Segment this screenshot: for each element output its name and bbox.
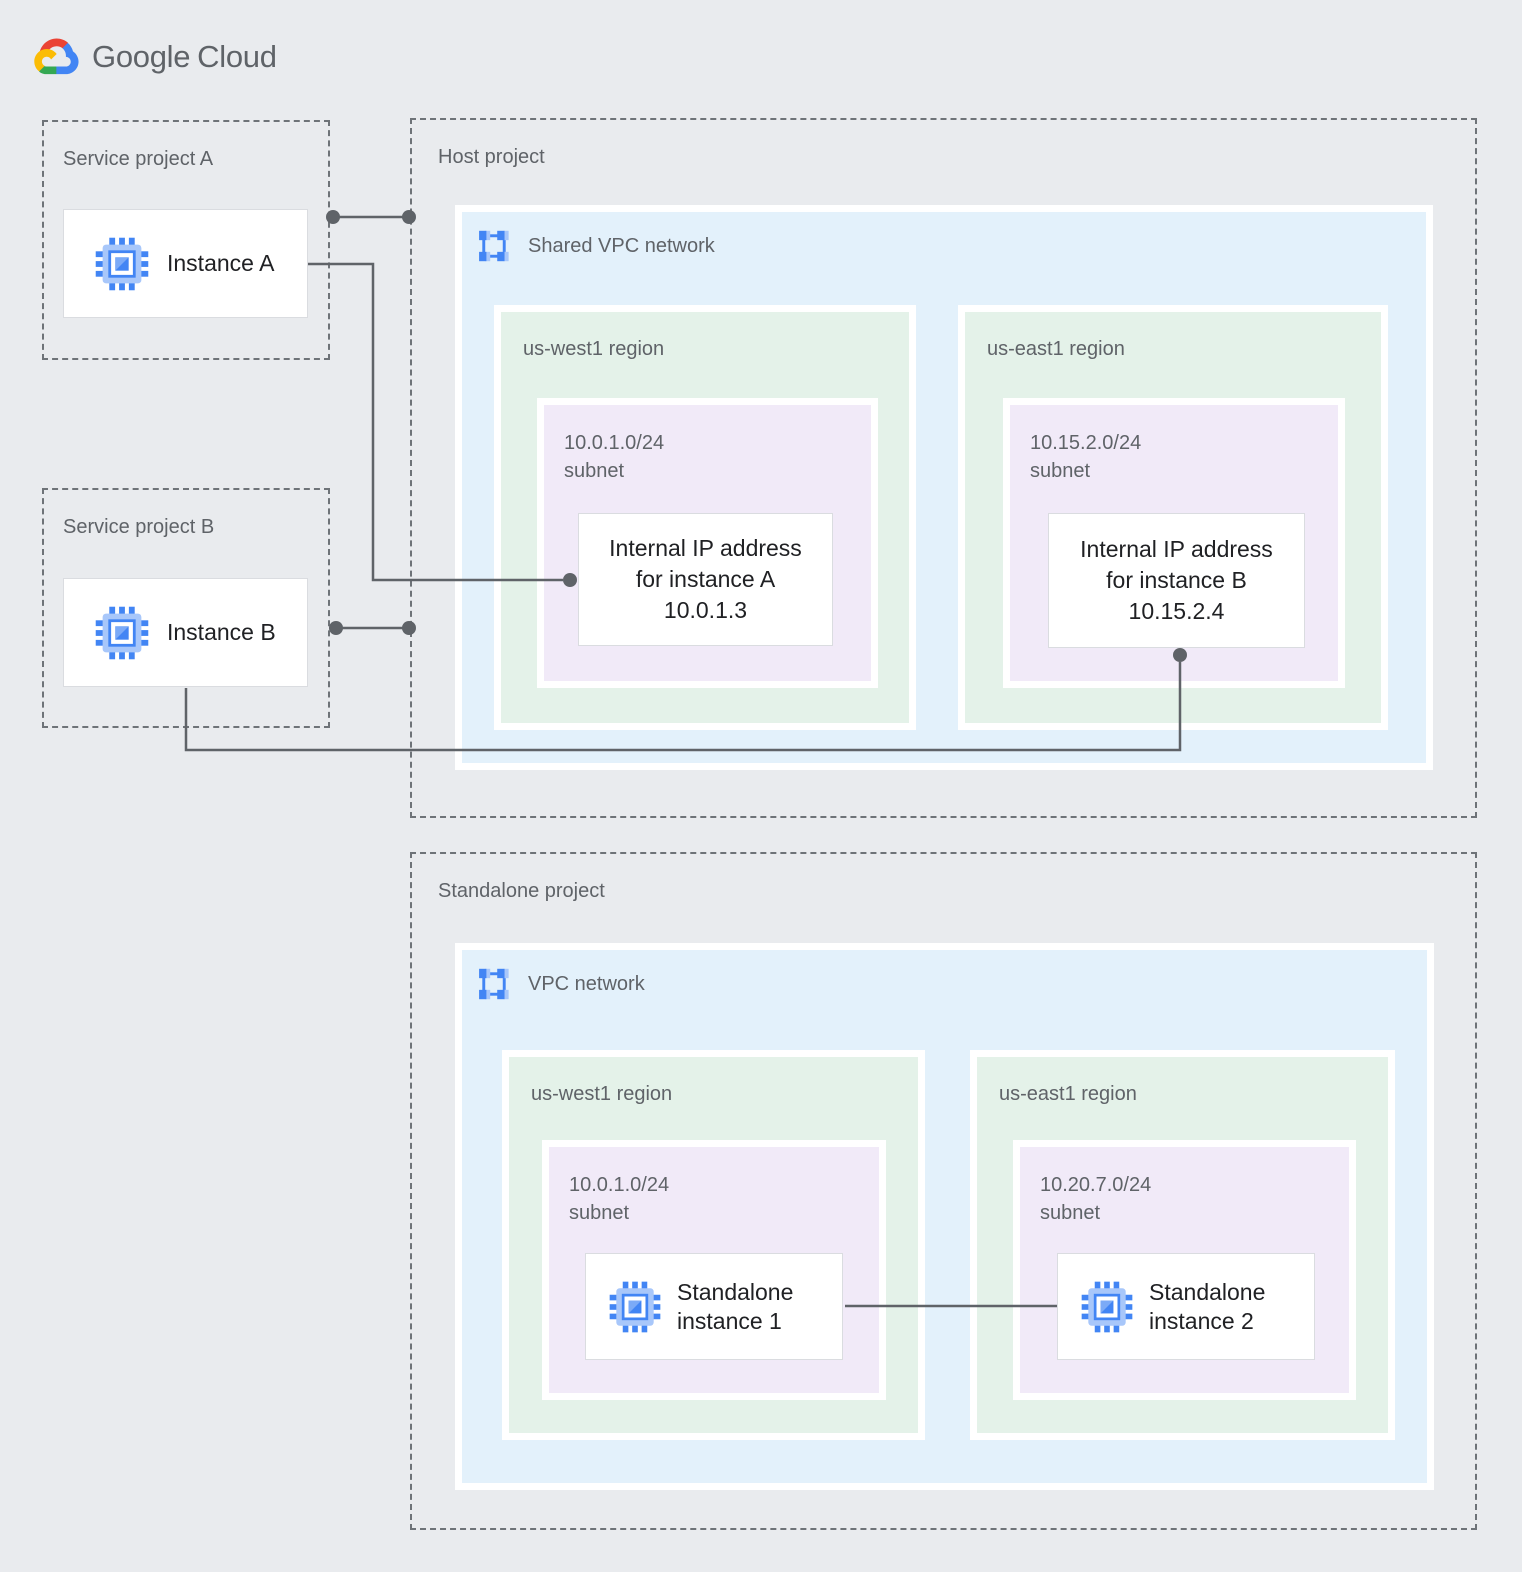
compute-instance-icon [608,1279,662,1334]
compute-instance-icon [94,604,150,661]
host-region-us-west1-box: us-west1 region 10.0.1.0/24 subnet Inter… [494,305,916,730]
instance-b-label: Instance B [167,619,276,645]
host-subnet-us-east1-label: 10.15.2.0/24 subnet [1030,429,1141,485]
standalone-subnet-us-east1-label: 10.20.7.0/24 subnet [1040,1171,1151,1227]
standalone-instance-1-card: Standalone instance 1 [585,1253,843,1360]
vpc-network-box: VPC network us-west1 region 10.0.1.0/24 … [455,943,1434,1490]
logo-text-cloud: Cloud [197,39,277,74]
ip-card-line: 10.15.2.4 [1128,598,1225,624]
connector-endpoint-dot [329,621,343,635]
host-subnet-us-west1-label: 10.0.1.0/24 subnet [564,429,664,485]
subnet-word: subnet [564,460,625,482]
ip-card-line: for instance A [635,566,776,592]
shared-vpc-network-box: Shared VPC network us-west1 region 10.0.… [455,205,1433,770]
service-project-b-label: Service project B [63,516,215,538]
vpc-network-label: VPC network [528,972,645,995]
subnet-word: subnet [1040,1202,1101,1224]
standalone-project-box: Standalone project VPC network us-west1 … [410,852,1477,1530]
standalone-subnet-us-west1-box: 10.0.1.0/24 subnet Standalone instance 1 [542,1140,886,1400]
standalone-region-us-west1-box: us-west1 region 10.0.1.0/24 subnet Stand… [502,1050,925,1440]
host-region-us-west1-label: us-west1 region [523,338,665,360]
vpc-network-header: VPC network [475,965,645,1003]
host-subnet-us-east1-box: 10.15.2.0/24 subnet Internal IP address … [1003,398,1345,688]
standalone-region-us-west1-label: us-west1 region [531,1083,673,1105]
standalone-region-us-east1-box: us-east1 region 10.20.7.0/24 subnet Stan… [970,1050,1395,1440]
shared-vpc-network-label: Shared VPC network [528,234,715,257]
instance-b-card: Instance B [63,578,308,687]
standalone-project-label: Standalone project [438,880,605,902]
subnet-cidr: 10.20.7.0/24 [1040,1174,1152,1196]
vpc-network-icon [477,229,511,263]
standalone-subnet-us-east1-box: 10.20.7.0/24 subnet Standalone instance … [1013,1140,1356,1400]
service-project-a-label: Service project A [63,148,214,170]
vpc-network-icon [477,967,511,1001]
instance-a-card: Instance A [63,209,308,318]
host-region-us-east1-box: us-east1 region 10.15.2.0/24 subnet Inte… [958,305,1388,730]
standalone-region-us-east1-label: us-east1 region [999,1083,1137,1105]
standalone-instance-2-label: Standalone instance 2 [1149,1278,1266,1334]
instance-a-label: Instance A [167,250,275,276]
subnet-cidr: 10.0.1.0/24 [564,432,665,454]
ip-card-line: 10.0.1.3 [663,597,748,623]
internal-ip-instance-b-card: Internal IP address for instance B 10.15… [1048,513,1305,648]
compute-instance-icon [94,235,150,292]
subnet-word: subnet [569,1202,630,1224]
host-project-box: Host project Shared VPC network us-west1… [410,118,1477,818]
service-project-a-box: Service project A Instance A [42,120,330,360]
standalone-subnet-us-west1-label: 10.0.1.0/24 subnet [569,1171,669,1227]
service-project-b-box: Service project B Instance B [42,488,330,728]
internal-ip-instance-a-card: Internal IP address for instance A 10.0.… [578,513,833,646]
shared-vpc-network-header: Shared VPC network [475,227,715,265]
subnet-word: subnet [1030,460,1091,482]
subnet-cidr: 10.15.2.0/24 [1030,432,1142,454]
host-subnet-us-west1-box: 10.0.1.0/24 subnet Internal IP address f… [537,398,878,688]
ip-card-line: Internal IP address [609,535,802,561]
host-project-label: Host project [438,146,545,168]
standalone-instance-1-label: Standalone instance 1 [677,1278,794,1334]
logo-text-google: Google [92,39,191,74]
ip-card-line: for instance B [1106,567,1247,593]
host-region-us-east1-label: us-east1 region [987,338,1125,360]
compute-instance-icon [1080,1279,1134,1334]
ip-card-line: Internal IP address [1080,536,1273,562]
subnet-cidr: 10.0.1.0/24 [569,1174,670,1196]
google-cloud-logo-icon [34,38,79,75]
standalone-instance-2-card: Standalone instance 2 [1057,1253,1315,1360]
